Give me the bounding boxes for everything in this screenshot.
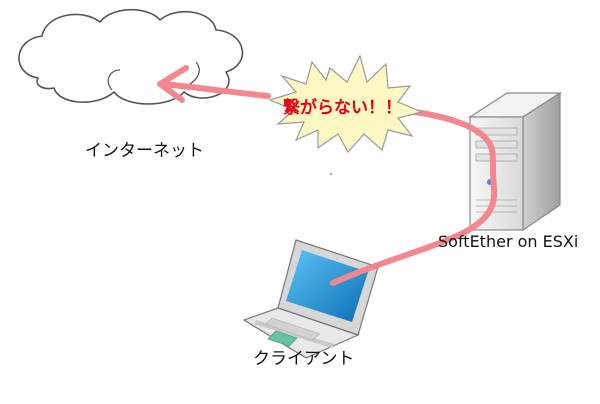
laptop-icon bbox=[242, 239, 379, 359]
server-icon bbox=[467, 91, 563, 232]
alert-text: 繋がらない！！ bbox=[283, 98, 402, 118]
connection-line bbox=[330, 109, 498, 286]
cloud-icon bbox=[18, 9, 244, 105]
client-label: クライアント bbox=[253, 349, 355, 369]
arrow-head-icon bbox=[157, 65, 189, 103]
connection-line-to-internet bbox=[159, 81, 271, 99]
burst-icon bbox=[268, 54, 424, 154]
internet-label: インターネット bbox=[85, 141, 204, 161]
server-label: SoftEther on ESXi bbox=[438, 232, 579, 251]
